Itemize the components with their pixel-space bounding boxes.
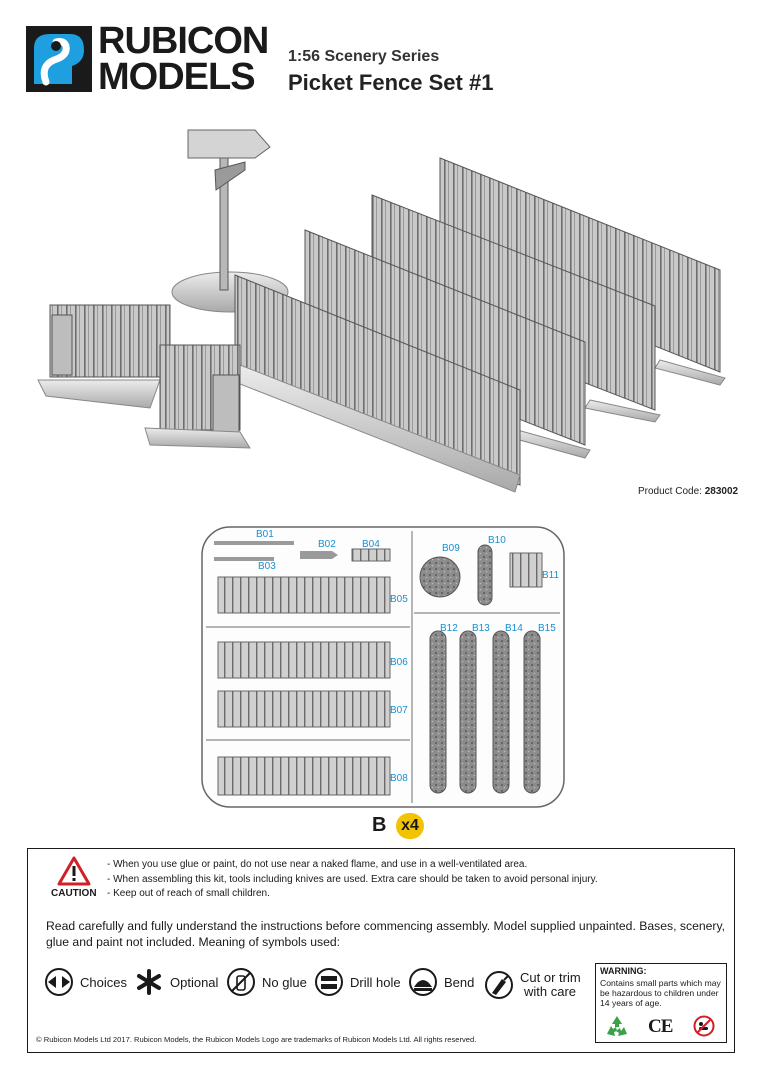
product-code-label: Product Code: bbox=[638, 486, 702, 497]
caution-line: - When you use glue or paint, do not use… bbox=[107, 859, 528, 870]
instructions-panel bbox=[27, 848, 735, 1053]
symbol-no-glue-label: No glue bbox=[262, 974, 307, 990]
sprue-part-label-b14: B14 bbox=[505, 623, 523, 634]
warning-title: WARNING: bbox=[600, 966, 647, 976]
optional-asterisk-icon bbox=[137, 969, 161, 995]
sprue-part-label-b13: B13 bbox=[472, 623, 490, 634]
sprue-part-label-b01: B01 bbox=[256, 529, 274, 540]
sprue-part-label-b04: B04 bbox=[362, 539, 380, 550]
sprue-part-label-b12: B12 bbox=[440, 623, 458, 634]
brand-name-line2: MODELS bbox=[98, 56, 256, 98]
product-title: Picket Fence Set #1 bbox=[288, 70, 494, 95]
sprue-part-label-b11: B11 bbox=[542, 570, 559, 581]
symbol-optional: Optional bbox=[134, 966, 218, 998]
product-code-value: 283002 bbox=[704, 486, 739, 497]
sprue-part-label-b10: B10 bbox=[488, 535, 506, 546]
symbol-bend-label: Bend bbox=[444, 974, 475, 990]
recycle-icon bbox=[604, 1014, 630, 1040]
product-code: Product Code: 283002 bbox=[638, 486, 738, 497]
small-parts-warning-box bbox=[595, 963, 727, 1043]
symbol-choices: Choices bbox=[44, 966, 127, 998]
bend-icon bbox=[409, 968, 437, 996]
symbol-no-glue: No glue bbox=[226, 966, 307, 998]
fence-render-image bbox=[30, 110, 740, 495]
cut-label-line1: Cut or trim bbox=[520, 970, 581, 985]
sprue-part-label-b06: B06 bbox=[390, 657, 408, 668]
cut-label-line2: with care bbox=[524, 984, 577, 999]
sprue-part-label-b02: B02 bbox=[318, 539, 336, 550]
copyright-notice: © Rubicon Models Ltd 2017. Rubicon Model… bbox=[36, 1035, 477, 1044]
symbol-drill-hole-label: Drill hole bbox=[350, 974, 401, 990]
symbol-optional-label: Optional bbox=[170, 974, 219, 990]
brand-name-line1: RUBICON bbox=[98, 20, 269, 62]
sprue-part-label-b07: B07 bbox=[390, 705, 408, 716]
choices-icon bbox=[45, 968, 73, 996]
sprue-part-label-b15: B15 bbox=[538, 623, 556, 634]
no-glue-icon bbox=[227, 968, 255, 996]
caution-line: - When assembling this kit, tools includ… bbox=[107, 874, 598, 885]
sprue-part-label-b09: B09 bbox=[442, 543, 460, 554]
sprue-part-label-b08: B08 bbox=[390, 773, 408, 784]
not-for-under-3-icon bbox=[693, 1015, 715, 1037]
caution-label: CAUTION bbox=[51, 888, 97, 899]
rubicon-logo-icon bbox=[26, 26, 92, 92]
cut-or-trim-icon bbox=[485, 971, 513, 999]
symbol-bend: Bend bbox=[408, 966, 474, 998]
drill-hole-icon bbox=[315, 968, 343, 996]
series-subtitle: 1:56 Scenery Series bbox=[288, 48, 440, 65]
caution-line: - Keep out of reach of small children. bbox=[107, 888, 270, 899]
symbol-drill-hole: Drill hole bbox=[314, 966, 401, 998]
sprue-letter: B bbox=[372, 814, 387, 836]
sprue-quantity-badge: x4 bbox=[396, 813, 424, 839]
sprue-part-label-b03: B03 bbox=[258, 561, 276, 572]
sprue-part-label-b05: B05 bbox=[390, 594, 408, 605]
caution-triangle-icon bbox=[57, 856, 91, 886]
instructions-text: Read carefully and fully understand the … bbox=[46, 919, 726, 949]
warning-text: Contains small parts which may be hazard… bbox=[600, 978, 721, 1008]
ce-mark: CE bbox=[648, 1016, 673, 1037]
symbol-choices-label: Choices bbox=[80, 974, 127, 990]
